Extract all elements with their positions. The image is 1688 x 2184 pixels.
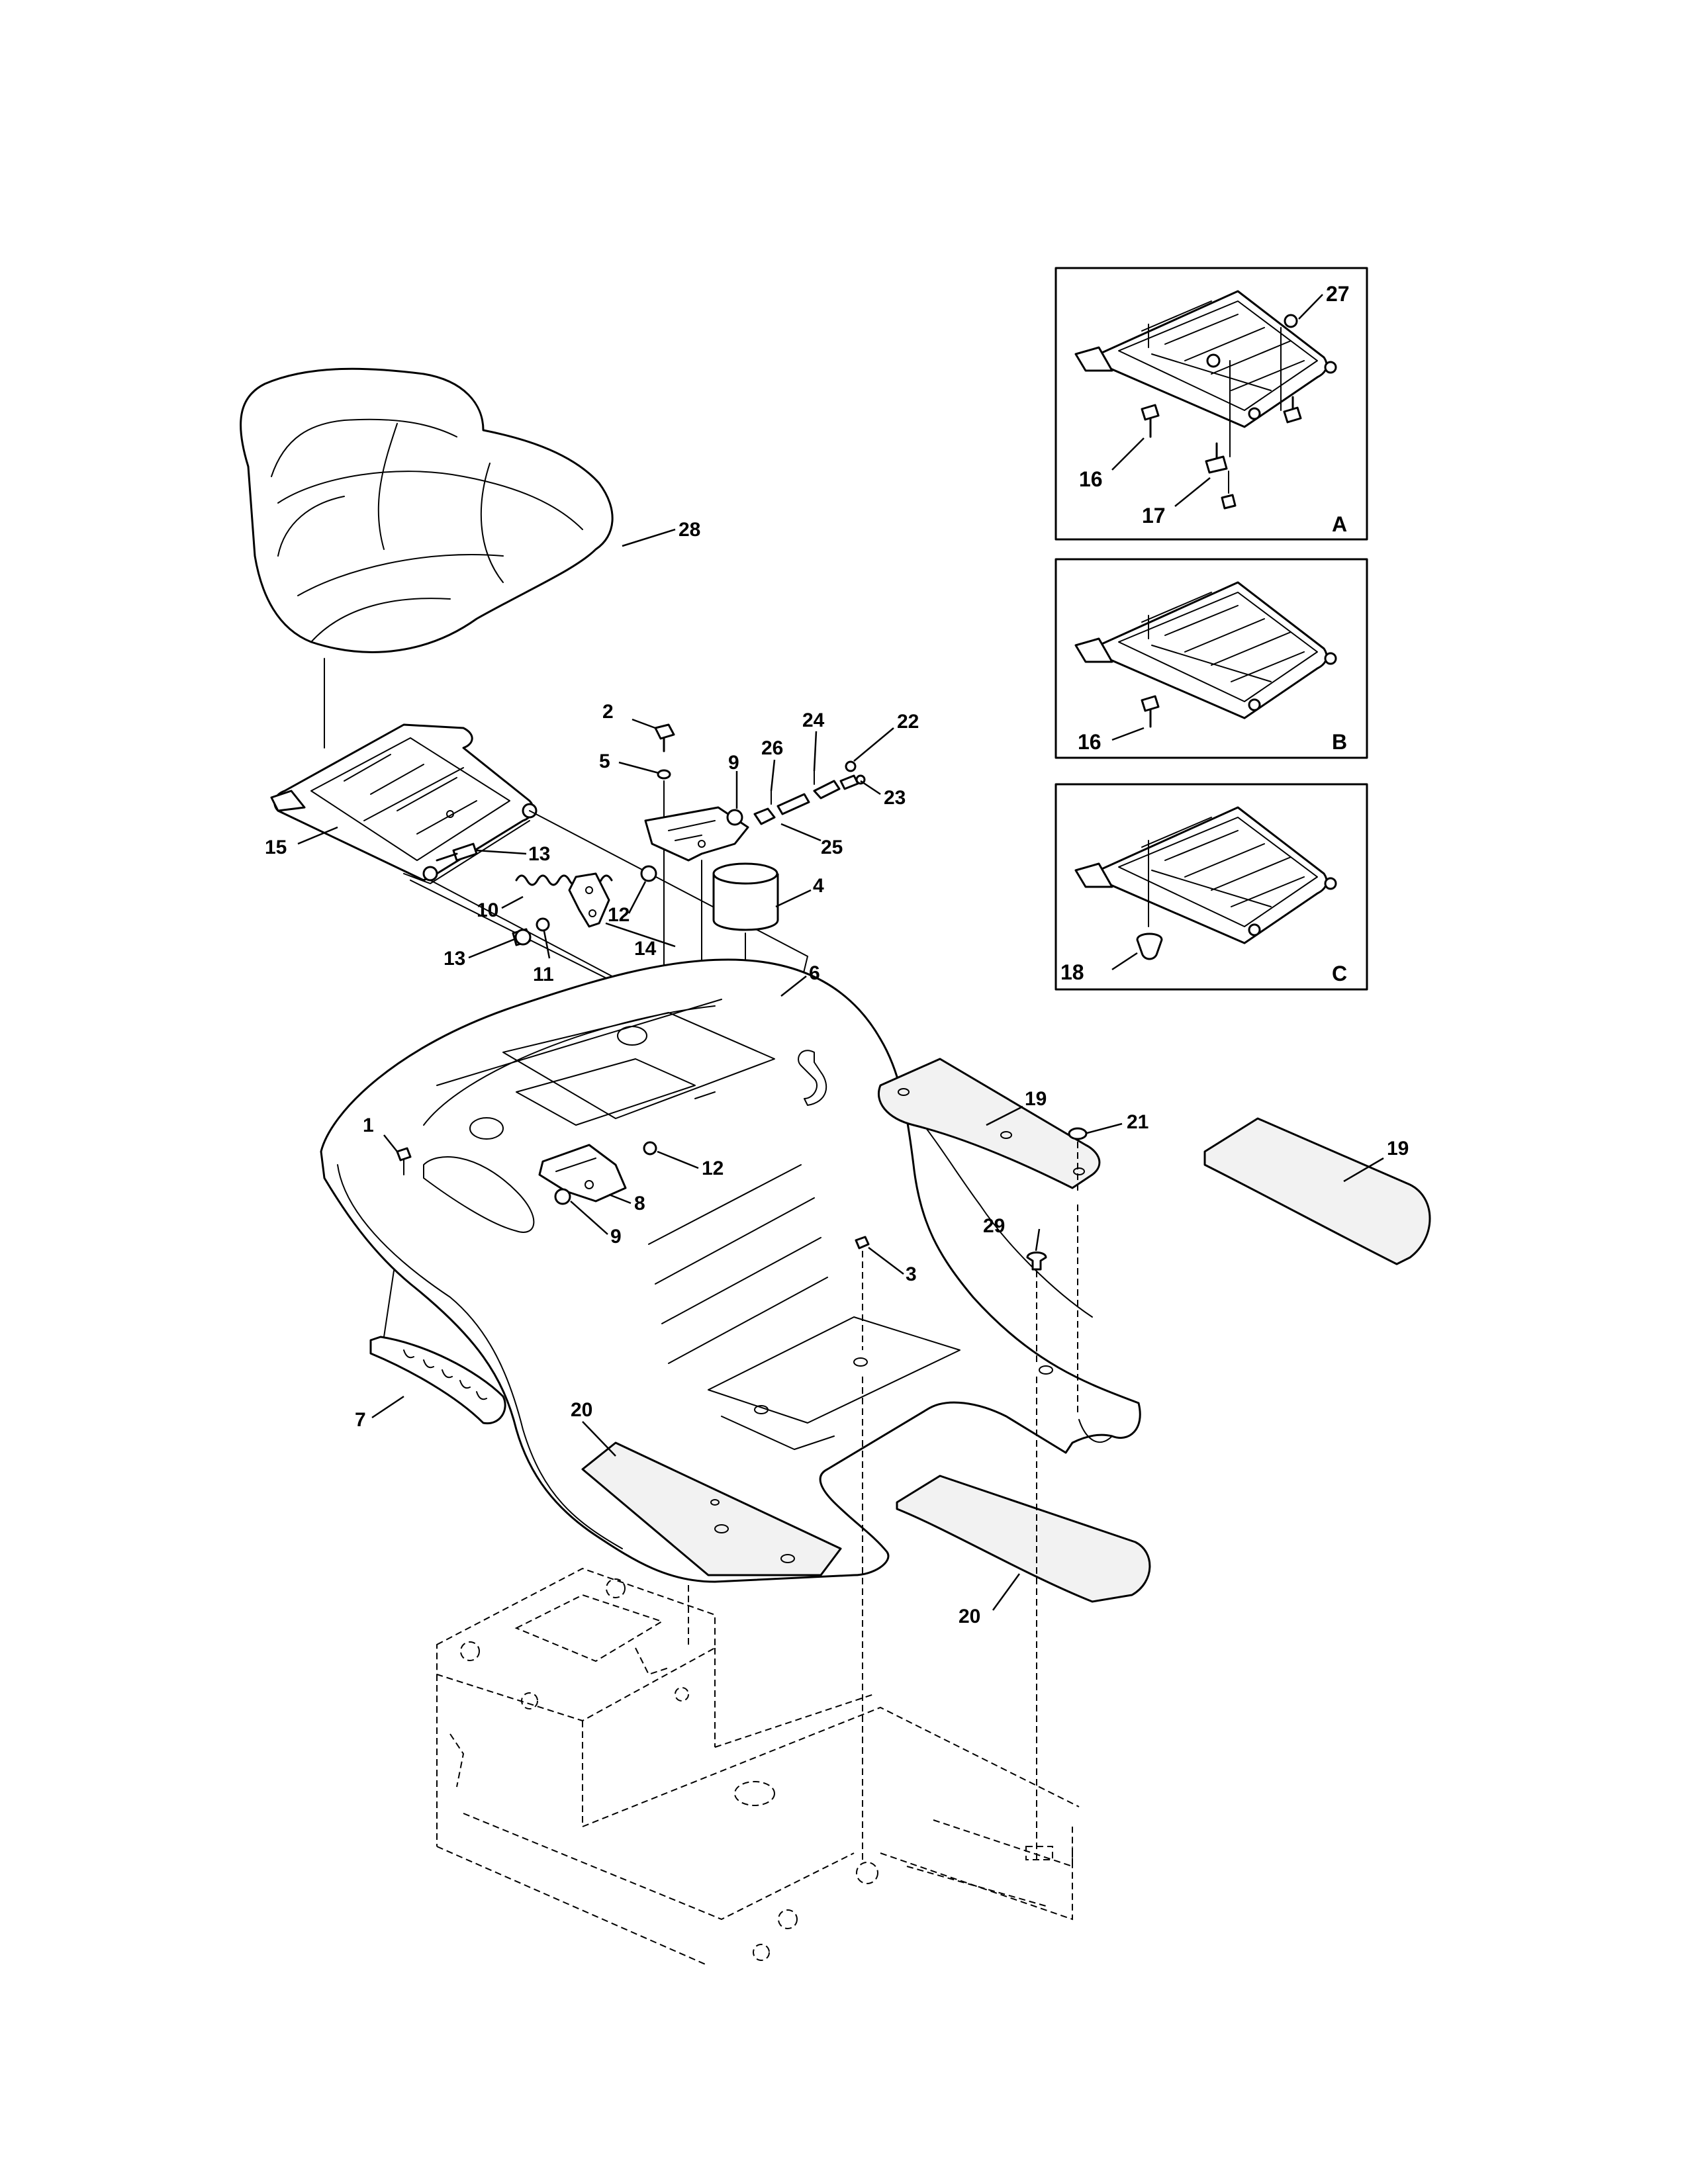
inset-c-callout-18: 18 xyxy=(1060,960,1084,984)
inset-a xyxy=(1055,267,1368,541)
callout-11: 11 xyxy=(533,964,554,985)
callout-21: 21 xyxy=(1127,1111,1149,1133)
screw-3 xyxy=(855,1236,870,1250)
callout-13-upper: 13 xyxy=(528,843,550,865)
callout-28: 28 xyxy=(679,519,700,541)
callout-4: 4 xyxy=(813,875,824,897)
tractor-frame xyxy=(436,1567,1080,1966)
callout-25: 25 xyxy=(821,837,843,858)
callout-23: 23 xyxy=(884,787,906,809)
inset-a-callout-17: 17 xyxy=(1142,504,1166,527)
callout-9-lower: 9 xyxy=(610,1226,622,1248)
fender-mat-left xyxy=(581,1441,842,1576)
bolt-13-upper xyxy=(436,842,478,862)
washer-5 xyxy=(657,769,671,780)
callout-6: 6 xyxy=(809,962,820,984)
callout-5: 5 xyxy=(599,751,610,772)
seat-pan xyxy=(270,723,538,884)
screw-21 xyxy=(1068,1127,1088,1140)
latch-plate xyxy=(644,806,749,862)
hitch-strip xyxy=(369,1336,506,1425)
washer-12-lower xyxy=(643,1141,657,1156)
callout-2: 2 xyxy=(602,701,614,723)
callout-10: 10 xyxy=(477,899,498,921)
fuel-cap xyxy=(712,862,779,931)
screw-29 xyxy=(1026,1251,1047,1271)
nut-9-lower xyxy=(554,1188,571,1205)
inset-a-letter: A xyxy=(1332,512,1347,536)
callout-14: 14 xyxy=(634,938,657,960)
callout-13-lower: 13 xyxy=(444,948,465,970)
callout-1: 1 xyxy=(363,1115,374,1136)
inset-a-callout-27: 27 xyxy=(1326,282,1350,306)
bolt-13-lower xyxy=(512,928,532,946)
leader-lines xyxy=(297,528,1384,1611)
latch-assembly xyxy=(753,760,866,825)
callout-26: 26 xyxy=(761,737,783,759)
inset-b xyxy=(1055,558,1368,759)
screw-1 xyxy=(396,1147,412,1175)
callout-24: 24 xyxy=(802,709,825,731)
callout-15: 15 xyxy=(265,837,287,858)
washer-12-upper xyxy=(640,865,657,882)
nut-9-upper xyxy=(726,809,743,826)
callout-9-upper: 9 xyxy=(728,752,739,774)
mat-20 xyxy=(896,1475,1151,1603)
inset-c xyxy=(1055,783,1368,991)
mat-19 xyxy=(1203,1117,1431,1265)
callout-8: 8 xyxy=(634,1193,645,1214)
inset-a-callout-16: 16 xyxy=(1079,467,1103,491)
callout-29: 29 xyxy=(983,1215,1005,1237)
inset-b-letter: B xyxy=(1332,730,1347,754)
washer-11 xyxy=(536,917,550,932)
callout-12-lower: 12 xyxy=(702,1158,724,1179)
inset-c-letter: C xyxy=(1332,962,1347,985)
callout-20-fender: 20 xyxy=(571,1399,592,1421)
callout-22: 22 xyxy=(897,711,919,733)
callout-7: 7 xyxy=(355,1409,366,1431)
callout-19-loose: 19 xyxy=(1387,1138,1409,1160)
callout-12-upper: 12 xyxy=(608,904,630,926)
inset-b-callout-16: 16 xyxy=(1078,730,1102,754)
seat-cushion xyxy=(240,367,614,653)
callout-20-loose: 20 xyxy=(959,1606,980,1627)
pivot-bracket xyxy=(568,872,610,928)
rear-fender-body xyxy=(320,958,1141,1583)
callout-3: 3 xyxy=(906,1263,917,1285)
callout-19-fender: 19 xyxy=(1025,1088,1047,1110)
bolt-2 xyxy=(654,723,675,752)
